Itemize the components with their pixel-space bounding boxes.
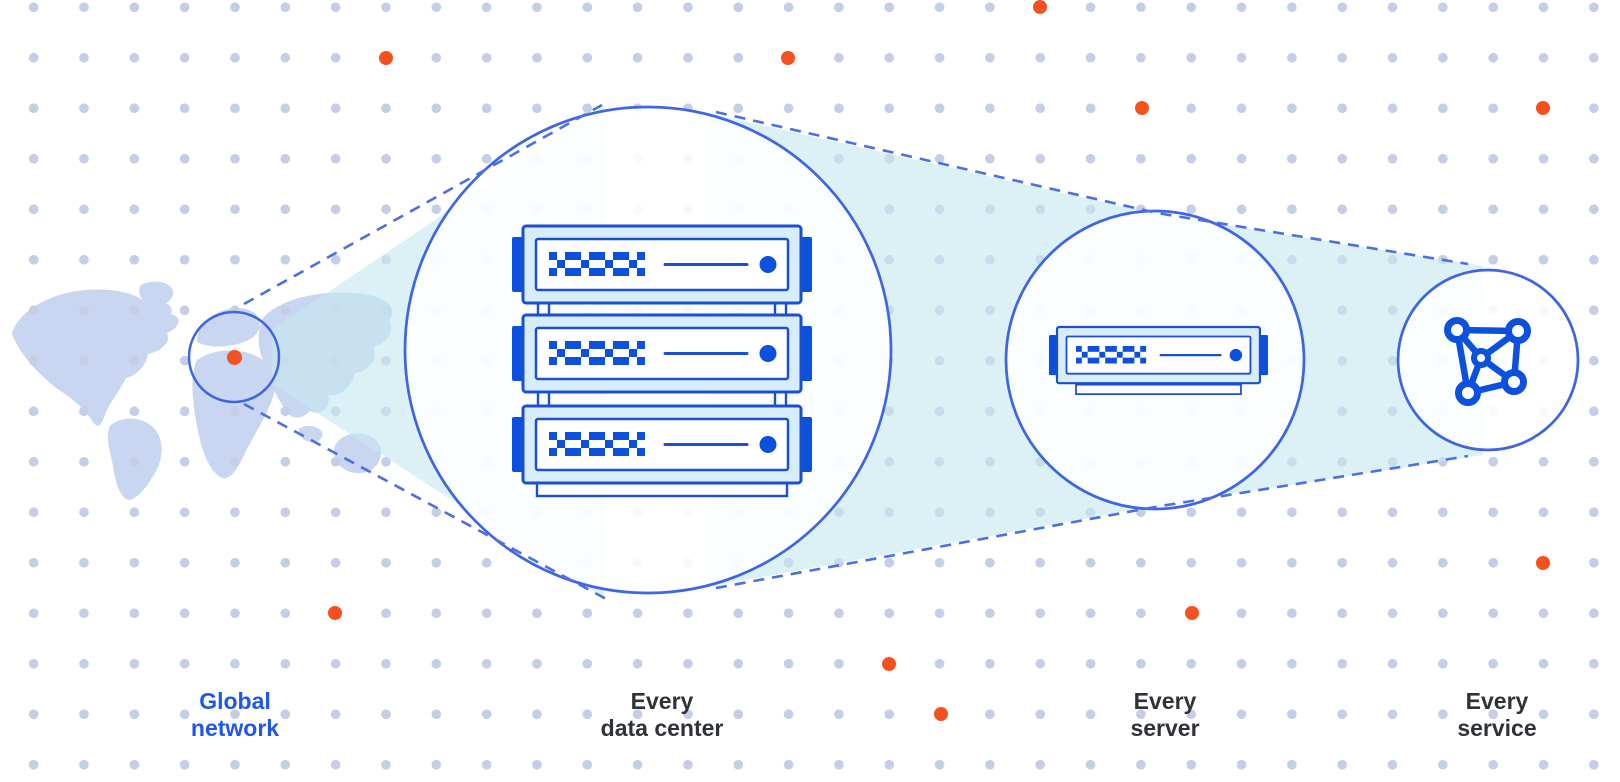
accent-dot	[379, 51, 393, 65]
label-every-data-center: Every data center	[601, 688, 724, 741]
globe-focus-circle	[187, 310, 281, 404]
server-unit-icon	[1049, 327, 1268, 396]
label-global-network: Global network	[191, 688, 279, 741]
accent-dot	[1135, 101, 1149, 115]
service-circle	[1396, 268, 1580, 452]
label-line: Every	[1133, 688, 1197, 714]
label-line: Every	[630, 688, 694, 714]
accent-dot	[1033, 0, 1047, 14]
server-circle	[1004, 209, 1306, 511]
accent-dot	[882, 657, 896, 671]
zoom-dashed-line-bottom-right	[715, 454, 1469, 590]
zoom-dashed-line-bottom-left	[243, 402, 609, 602]
label-line: Global	[199, 688, 271, 714]
label-every-server: Every server	[1130, 688, 1199, 741]
accent-dot	[781, 51, 795, 65]
world-map-continents	[12, 281, 393, 500]
accent-dot	[328, 606, 342, 620]
zoom-beam-left	[272, 106, 604, 598]
label-line: server	[1130, 714, 1200, 741]
label-line: network	[190, 714, 280, 741]
zoom-dashed-line-top-right	[715, 110, 1469, 266]
network-graph-icon	[1444, 317, 1531, 406]
data-center-circle	[403, 105, 893, 595]
server-rack-stack-icon	[512, 226, 812, 498]
zoom-beam-right	[712, 114, 1483, 586]
accent-dot	[934, 707, 948, 721]
label-every-service: Every service	[1457, 688, 1536, 741]
accent-dot	[1185, 606, 1199, 620]
zoom-dashed-line-top-left	[243, 103, 603, 306]
label-line: Every	[1465, 688, 1529, 714]
accent-dot	[1536, 101, 1550, 115]
label-line: data center	[600, 714, 724, 741]
accent-dot	[1536, 556, 1550, 570]
map-location-dot	[226, 349, 242, 365]
label-line: service	[1457, 714, 1537, 741]
